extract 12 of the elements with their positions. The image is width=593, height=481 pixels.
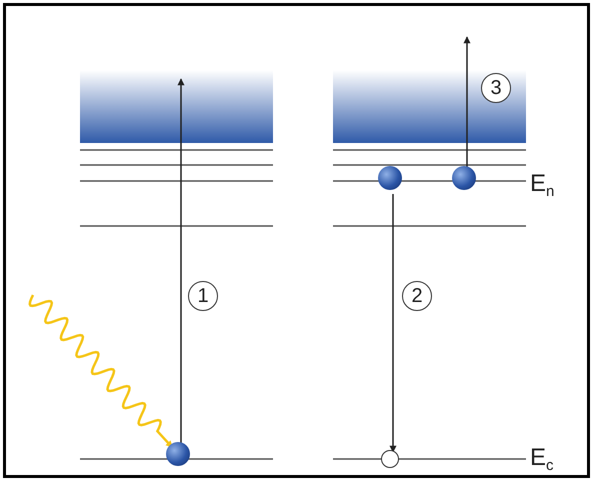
electron-ball <box>378 166 402 190</box>
arrow <box>178 78 184 444</box>
photon-wave-arrow <box>28 294 174 448</box>
arrow <box>390 194 396 453</box>
hole-circle <box>381 450 399 468</box>
electron-ball <box>166 442 190 466</box>
energy-level-label: E$_{n}$ <box>530 170 554 200</box>
callout-number: 1 <box>188 281 218 311</box>
electron-ball <box>452 166 476 190</box>
callout-number: 2 <box>402 281 432 311</box>
arrow <box>464 36 470 168</box>
energy-level-label: E$_{c}$ <box>530 444 554 474</box>
